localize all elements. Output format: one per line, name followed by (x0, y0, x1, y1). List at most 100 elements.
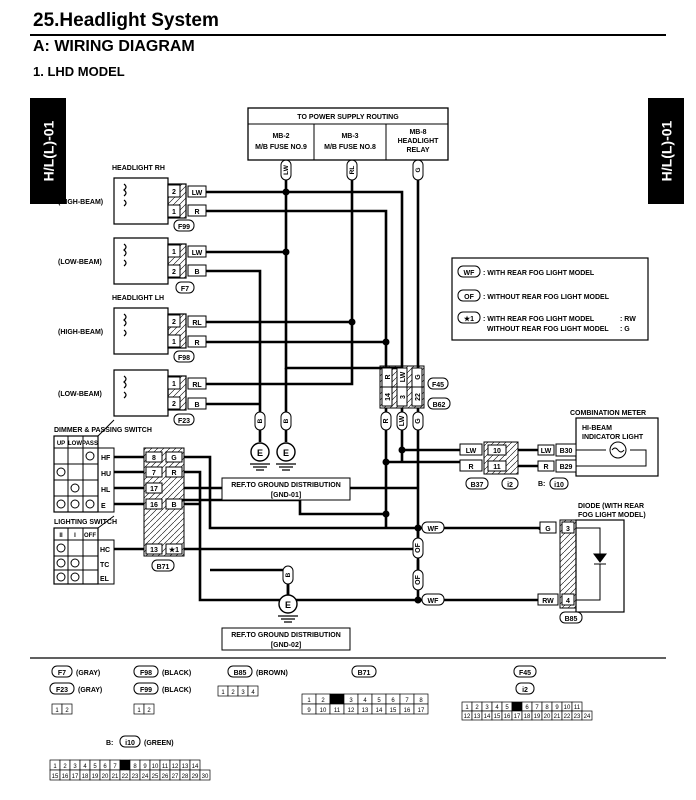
pinout-2pin-b-pin-label: 1 (137, 708, 141, 714)
pinout-i10-pin-label: 29 (192, 774, 199, 780)
pinout-2pin-a-pin-label: 2 (65, 708, 69, 714)
gnd02-ref-line2: [GND-02] (271, 642, 301, 649)
pinout-i10-pin-label: 26 (162, 774, 169, 780)
diode-title1: DIODE (WITH REAR (578, 503, 644, 510)
pinout-b71-pin-label: 3 (349, 698, 353, 704)
legend-star-g: : G (620, 326, 630, 333)
pinout-f45-pin-label: 15 (494, 714, 501, 720)
pinout-i10-pin-label: 10 (152, 764, 159, 770)
pinout-i10-pin-label: 9 (143, 764, 147, 770)
pinout-i10-pin-label: 6 (103, 764, 107, 770)
gnd02-ref-line1: REF.TO GROUND DISTRIBUTION (231, 632, 341, 639)
f45-b62-connector: R LW G 14 3 22 F45 B62 R LW G (379, 365, 451, 431)
f45-pin22: 22 (415, 393, 422, 401)
pinout-f45-pin-label: 11 (574, 705, 581, 711)
mb2-code: MB-2 (272, 133, 289, 140)
wire-f7-b: B (194, 269, 199, 276)
b71-pin16: 16 (150, 502, 158, 509)
section-heading: A: WIRING DIAGRAM (33, 38, 195, 55)
b71-pin13: 13 (150, 547, 158, 554)
tag-wf-upper: WF (428, 526, 440, 533)
wire-tag-lw-top-text: LW (283, 164, 290, 175)
dimmer-passing-switch: DIMMER & PASSING SWITCH UP LOW PASS HF H… (53, 419, 152, 513)
dimmer-col-low: LOW (68, 441, 82, 447)
lighting-switch: LIGHTING SWITCH II I OFF HC TC EL (53, 515, 117, 585)
b71-wire-b: B (171, 502, 176, 509)
pinout-b71-pin-label: 5 (377, 698, 381, 704)
conn-b85-label: B85 (565, 616, 578, 623)
key-b85: B85 (234, 670, 247, 677)
pinout-b71-pin-label: 15 (390, 708, 397, 714)
headlight-lh-title: HEADLIGHT LH (112, 295, 164, 302)
pinout-b71-pin-label: 12 (348, 708, 355, 714)
diode-wire-rw: RW (542, 598, 554, 605)
gnd1-wire-b: B (257, 418, 264, 423)
gnd01-ref-line2: [GND-01] (271, 492, 301, 499)
conn-f98-label: F98 (178, 355, 190, 362)
b37-pin10: 10 (493, 448, 501, 455)
lighting-col-i: I (74, 533, 76, 539)
pinout-i10-pin-label: 8 (133, 764, 137, 770)
pinout-f45-cell (511, 701, 523, 712)
pinout-i10-pin-label: 3 (73, 764, 77, 770)
pinout-f45-pin-label: 10 (564, 705, 571, 711)
page-ref-tab-right: H/L(L)-01 (648, 98, 684, 204)
junction-dots (282, 188, 422, 604)
pinout-f45-pin-label: 23 (574, 714, 581, 720)
wire-f23-rl: RL (192, 382, 202, 389)
mb3-name: M/B FUSE NO.8 (324, 144, 376, 151)
dimmer-row-e: E (101, 503, 106, 510)
pinout-b71-pin-label: 13 (362, 708, 369, 714)
pinout-i10-pin-label: 17 (72, 774, 79, 780)
pinout-2pin-b-cell (143, 703, 155, 715)
conn-f7-label: F7 (181, 286, 189, 293)
pinout-b71-pin-label: 6 (391, 698, 395, 704)
f45-wire-g: G (415, 374, 422, 380)
pinout-f45-pin-label: 22 (564, 714, 571, 720)
f45-wire-r: R (385, 374, 392, 379)
pinout-i10-pin-label: 2 (63, 764, 67, 770)
meter-wire-lw: LW (541, 448, 552, 455)
conn-b62-label: B62 (433, 402, 446, 409)
f23-pin1: 1 (172, 381, 176, 388)
pinout-2pin-a-cell (61, 703, 73, 715)
label-lh-low-beam: (LOW-BEAM) (58, 391, 102, 398)
pinout-f45-pin-label: 19 (534, 714, 541, 720)
pinout-b71-pin-label: 1 (307, 698, 311, 704)
pinout-f45-pin-label: 2 (475, 705, 479, 711)
key-i2: i2 (522, 687, 528, 694)
wire-f7-lw: LW (192, 250, 203, 257)
pinout-b71-pin-label: 7 (405, 698, 409, 704)
power-box-title: TO POWER SUPPLY ROUTING (297, 114, 399, 121)
dimmer-row-hf: HF (101, 455, 111, 462)
mb3-code: MB-3 (341, 133, 358, 140)
pinout-f45-pin-label: 8 (545, 705, 549, 711)
legend-box: WF : WITH REAR FOG LIGHT MODEL OF : WITH… (451, 257, 649, 341)
gnd01-ref-line1: REF.TO GROUND DISTRIBUTION (231, 482, 341, 489)
pinout-b71-cell (329, 693, 345, 705)
pinout-i10-pin-label: 28 (182, 774, 189, 780)
legend-star-line1: : WITH REAR FOG LIGHT MODEL (483, 316, 595, 323)
legend-star-tag: ★1 (464, 315, 474, 323)
ground-symbol-3-label: E (285, 600, 291, 610)
pinout-f45-pin-label: 17 (514, 714, 521, 720)
gnd2-wire-b: B (283, 418, 290, 423)
pinout-i10-pin-label: 23 (132, 774, 139, 780)
b62-wire-r: R (383, 418, 390, 423)
pinout-f45-pin-label: 14 (484, 714, 491, 720)
key-f23-color: (GRAY) (78, 687, 102, 694)
pinout-i10-cell (119, 759, 131, 771)
pinout-b71-pin-label: 2 (321, 698, 325, 704)
pinout-f45-pin-label: 1 (465, 705, 469, 711)
legend-wf-text: : WITH REAR FOG LIGHT MODEL (483, 270, 595, 277)
subsection-heading: 1. LHD MODEL (33, 64, 125, 79)
b62-wire-lw: LW (399, 415, 406, 426)
f98-pin1: 1 (172, 339, 176, 346)
pinout-i10-pin-label: 7 (113, 764, 117, 770)
key-f99: F99 (140, 687, 152, 694)
conn-f23-label: F23 (178, 418, 190, 425)
pinout-f45-pin-label: 13 (474, 714, 481, 720)
pinout-i10-pin-label: 24 (142, 774, 149, 780)
wire-f98-r: R (194, 340, 199, 347)
